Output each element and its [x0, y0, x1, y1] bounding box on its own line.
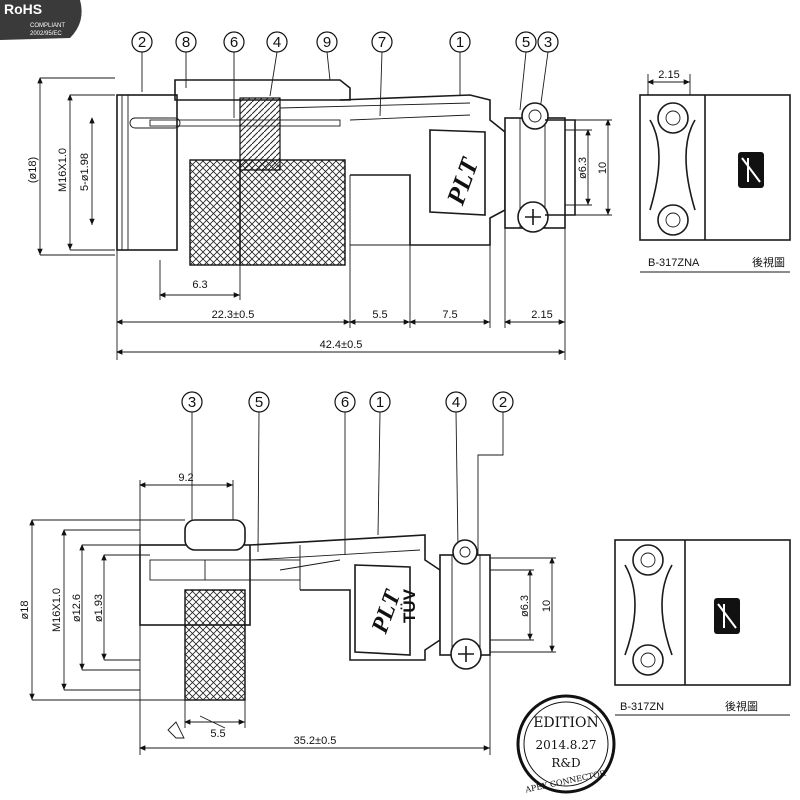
bottom-callout-5: 5 [248, 391, 270, 413]
bottom-callout-4: 4 [445, 391, 467, 413]
stamp-rd: R&D [551, 756, 580, 770]
bottom-dim-phi1-93: ø1.93 [93, 594, 105, 622]
svg-text:2: 2 [138, 34, 146, 51]
svg-text:1: 1 [376, 394, 384, 411]
bottom-dim-10: 10 [541, 600, 553, 612]
bottom-rear-label: B-317ZN [620, 701, 664, 713]
top-callout-7: 7 [371, 31, 393, 53]
edition-stamp: EDITION 2014.8.27 R&D APEX CONNECTOR [516, 694, 616, 795]
top-dim-2-15: 2.15 [531, 309, 552, 321]
top-dim-5-5: 5.5 [372, 309, 387, 321]
stamp-edition: EDITION [533, 715, 599, 731]
bottom-dim-phi12-6: ø12.6 [71, 594, 83, 622]
svg-text:5: 5 [522, 34, 530, 51]
svg-text:3: 3 [188, 394, 196, 411]
rohs-line1: COMPLIANT [30, 23, 65, 29]
svg-text:1: 1 [456, 34, 464, 51]
top-dim-22-3: 22.3±0.5 [212, 309, 255, 321]
svg-text:5: 5 [255, 394, 263, 411]
top-callout-4: 4 [266, 31, 288, 53]
top-callout-1: 1 [449, 31, 471, 53]
bottom-connector-body [139, 519, 491, 701]
bottom-dim-35-2: 35.2±0.5 [294, 735, 337, 747]
bottom-rear-caption: 後視圖 [725, 699, 758, 713]
top-drawing: 2 8 6 4 9 7 1 5 3 [27, 31, 791, 360]
bottom-callouts: 3 5 6 1 4 2 [181, 391, 514, 413]
bottom-callout-3: 3 [181, 391, 203, 413]
bottom-dim-5-5: 5.5 [210, 728, 225, 740]
top-callout-3: 3 [537, 31, 559, 53]
bottom-drawing: 3 5 6 1 4 2 PLT T [19, 391, 791, 755]
top-dim-6-3: 6.3 [192, 279, 207, 291]
svg-text:4: 4 [273, 34, 281, 51]
stamp-date: 2014.8.27 [535, 738, 596, 752]
top-callout-5: 5 [515, 31, 537, 53]
top-callout-9: 9 [316, 31, 338, 53]
svg-text:9: 9 [323, 34, 331, 51]
bottom-dim-9-2: 9.2 [178, 472, 193, 484]
top-dim-phi18: (ø18) [27, 157, 39, 183]
bottom-tuv-logo: TÜV [400, 588, 419, 623]
bottom-callout-1: 1 [369, 391, 391, 413]
top-dim-m16: M16X1.0 [57, 148, 69, 192]
bottom-dimensions: 9.2 ø18 M16X1.0 ø12.6 ø1.93 5.5 35.2±0.5… [19, 472, 556, 755]
svg-text:2: 2 [499, 394, 507, 411]
top-dim-7-5: 7.5 [442, 309, 457, 321]
top-connector-body [116, 79, 576, 266]
bottom-rear-view: B-317ZN 後視圖 [614, 539, 791, 716]
top-rear-dim-2-15: 2.15 [658, 69, 679, 81]
top-dimensions: (ø18) M16X1.0 5-ø1.98 6.3 22.3±0.5 5.5 7… [27, 77, 612, 360]
svg-text:7: 7 [378, 34, 386, 51]
svg-text:3: 3 [544, 34, 552, 51]
top-dim-42-4: 42.4±0.5 [320, 339, 363, 351]
top-callout-2: 2 [131, 31, 153, 53]
top-rear-caption: 後視圖 [752, 255, 785, 269]
rohs-badge: RoHS COMPLIANT 2002/95/EC [0, 0, 82, 40]
top-dim-phi6-3: ø6.3 [577, 157, 589, 179]
top-callouts: 2 8 6 4 9 7 1 5 3 [131, 31, 559, 53]
top-dim-10: 10 [597, 162, 609, 174]
top-rear-label: B-317ZNA [648, 257, 700, 269]
svg-text:6: 6 [341, 394, 349, 411]
bottom-callout-2: 2 [492, 391, 514, 413]
svg-text:4: 4 [452, 394, 460, 411]
bottom-callout-6: 6 [334, 391, 356, 413]
rohs-title: RoHS [4, 1, 42, 17]
svg-text:6: 6 [230, 34, 238, 51]
top-dim-phi198: 5-ø1.98 [79, 153, 91, 191]
bottom-dim-phi6-3: ø6.3 [519, 595, 531, 617]
bottom-dim-phi18: ø18 [19, 601, 31, 620]
bottom-dim-m16: M16X1.0 [51, 588, 63, 632]
top-rear-view: 2.15 B-317ZNA 後視圖 [639, 69, 791, 273]
top-callout-6: 6 [223, 31, 245, 53]
rohs-line2: 2002/95/EC [30, 31, 62, 37]
top-callout-8: 8 [175, 31, 197, 53]
svg-text:8: 8 [182, 34, 190, 51]
